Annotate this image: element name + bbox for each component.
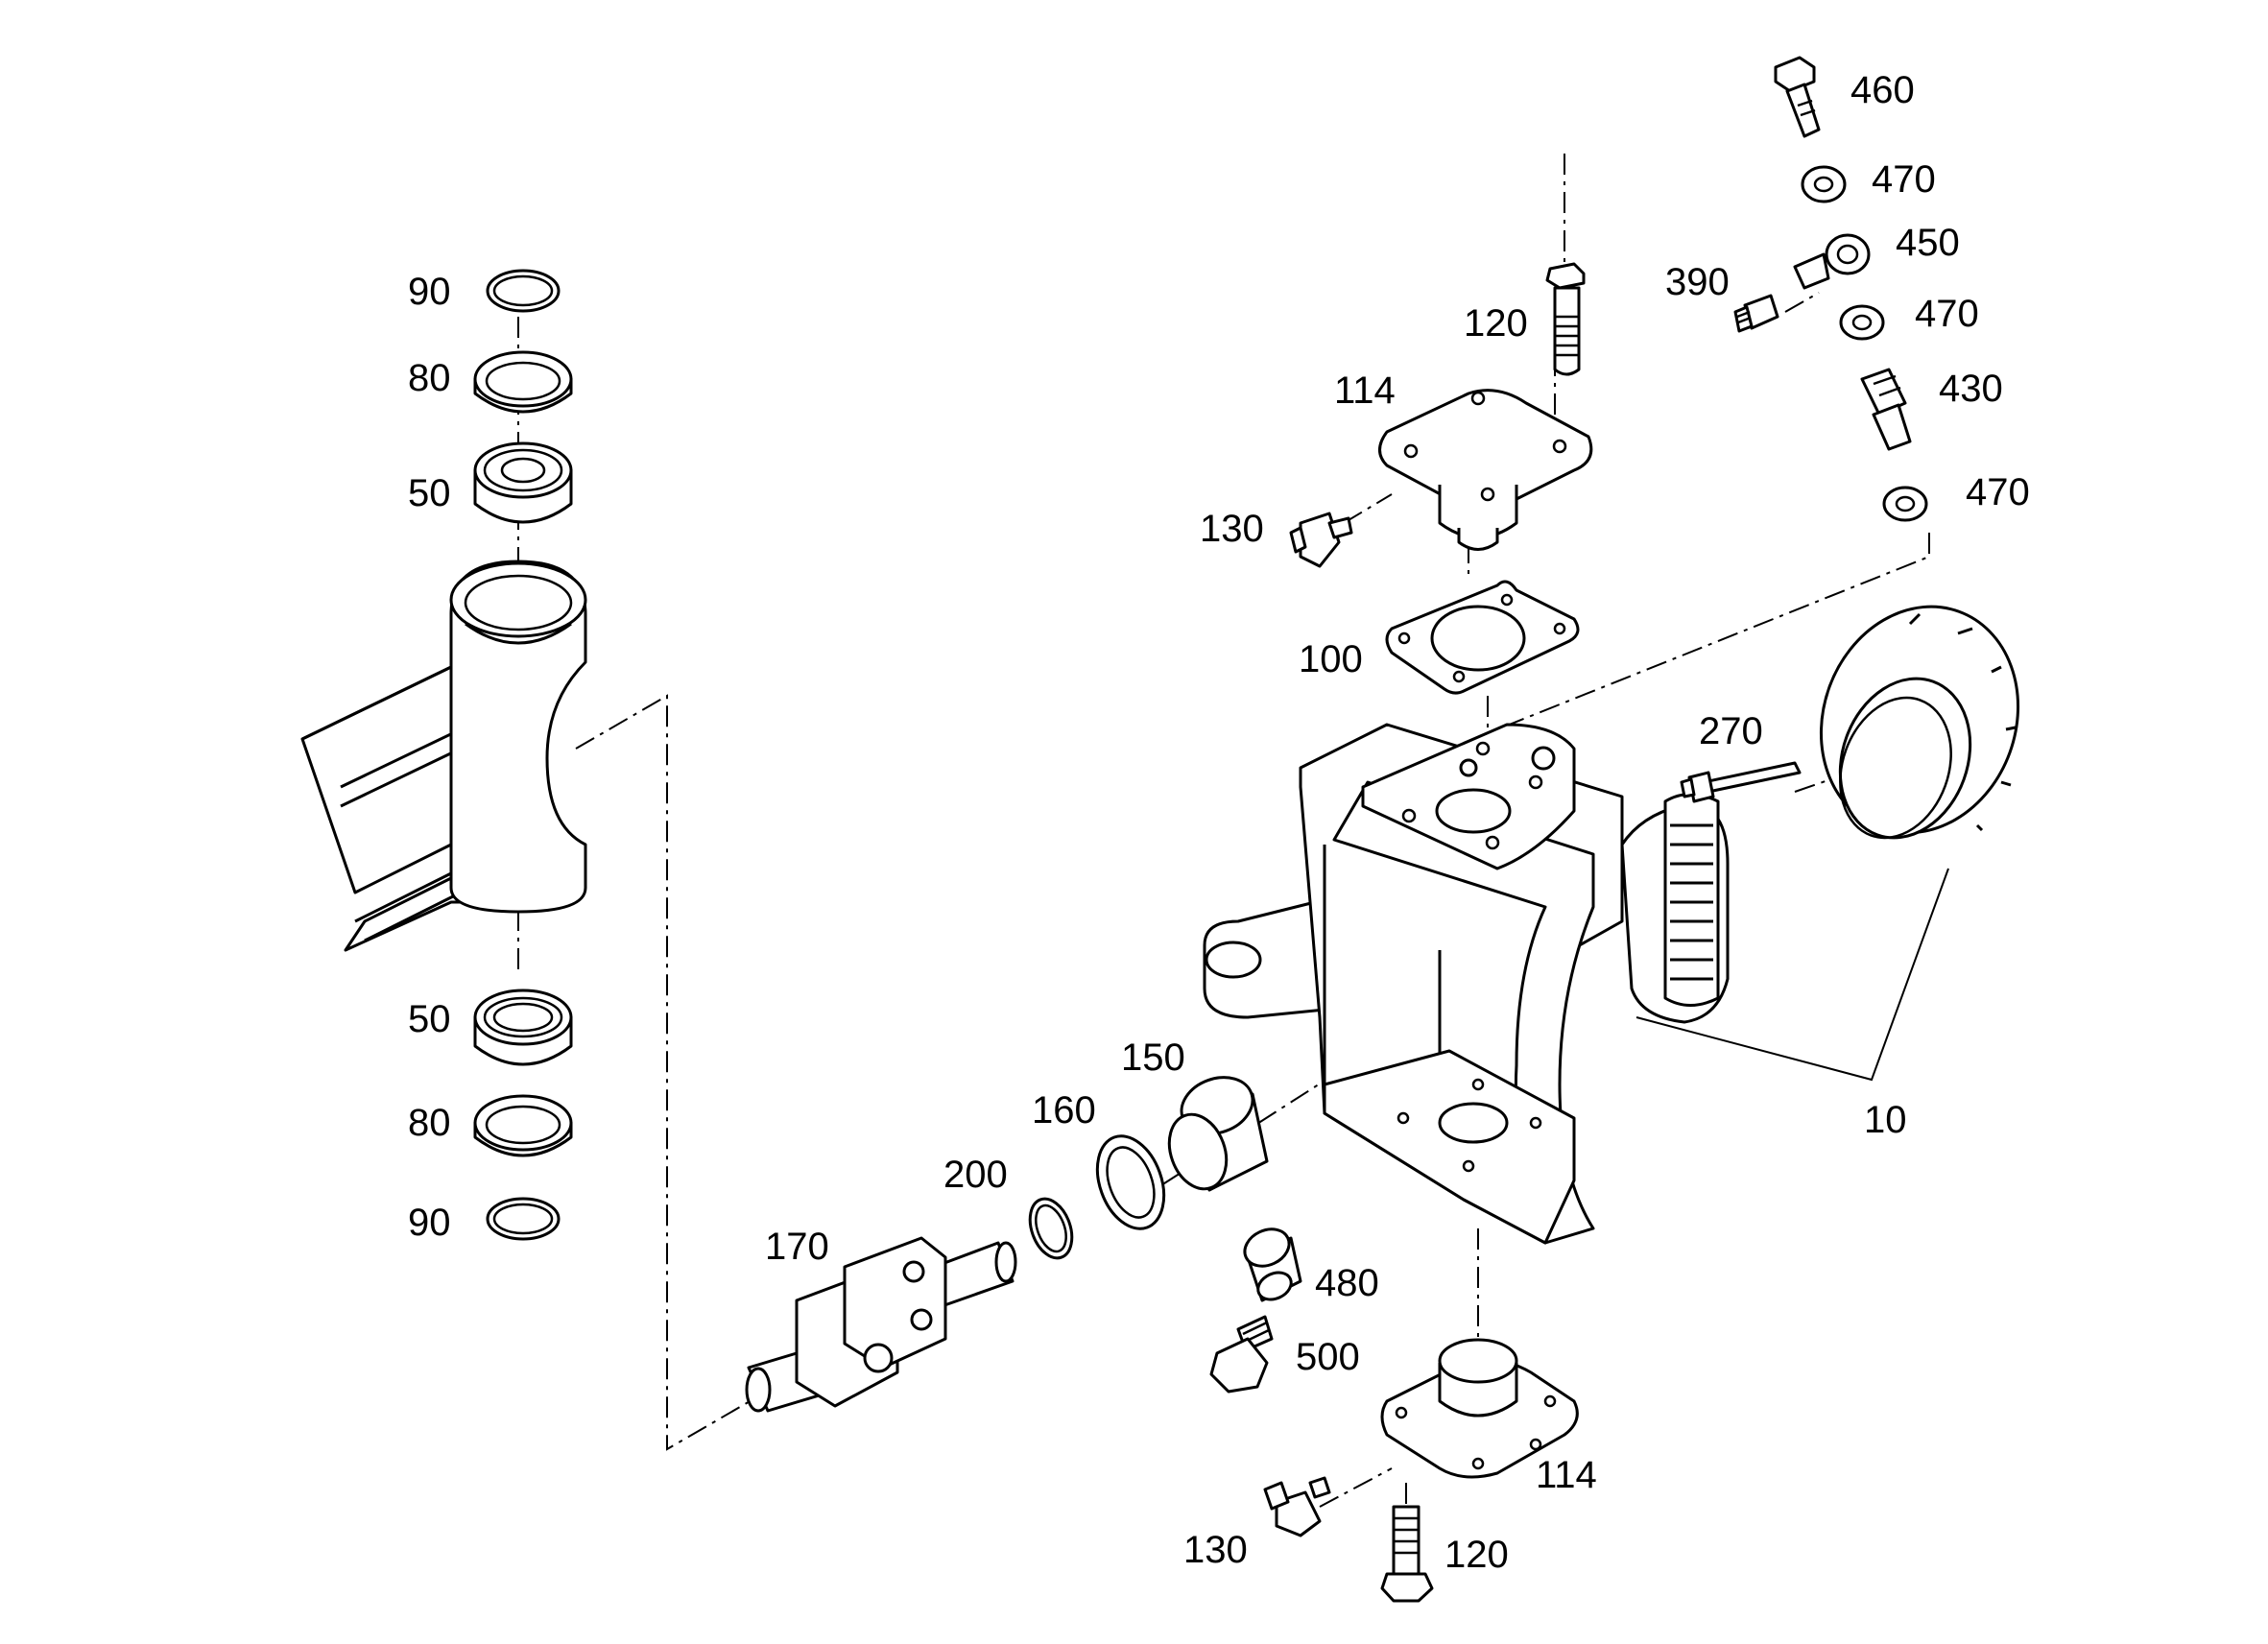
banjo-450 [1793,233,1871,290]
pin-270 [1680,761,1802,803]
label-390: 390 [1665,261,1730,303]
union-430 [1860,368,1912,451]
steering-knuckle [1203,723,1730,1245]
label-114-bottom: 114 [1536,1454,1597,1496]
label-200: 200 [943,1154,1008,1196]
kingpin-flange-114-bottom [1380,1338,1579,1479]
axle-beam [300,560,587,952]
label-80-top: 80 [408,357,451,399]
ring-90-top [486,269,561,313]
washer-470-c [1882,486,1928,522]
label-150: 150 [1121,1036,1185,1079]
seal-160 [1095,1134,1166,1230]
label-470-b: 470 [1915,293,1979,335]
roller-bearing-50-bottom [473,989,573,1066]
bolt-120-top [1545,262,1586,376]
label-100: 100 [1299,638,1363,680]
label-90-bottom: 90 [408,1202,451,1244]
grease-nipple-130-bottom [1263,1476,1331,1537]
universal-joint-shaft-170 [745,1236,1017,1413]
label-130-top: 130 [1200,508,1264,550]
label-90-top: 90 [408,271,451,313]
label-130-bottom: 130 [1183,1529,1248,1571]
gasket-100 [1385,580,1580,695]
part-number-labels: 90 80 50 50 80 90 120 114 130 100 460 47… [408,69,2030,1576]
leader-lines [1635,868,1949,1082]
label-450: 450 [1896,222,1960,264]
label-470-a: 470 [1872,158,1936,201]
label-430: 430 [1939,368,2003,410]
label-50-bottom: 50 [408,998,451,1040]
label-270: 270 [1699,710,1763,752]
ring-90-bottom [486,1197,561,1241]
ring-gear [1819,605,2020,840]
plug-480 [1243,1227,1302,1302]
roller-bearing-50-top [473,441,573,524]
label-170: 170 [765,1226,829,1268]
kingpin-flange-114-top [1378,389,1593,551]
plug-500 [1209,1315,1274,1394]
washer-470-b [1839,304,1885,341]
bolt-120-bottom [1380,1505,1434,1603]
bolt-460 [1774,56,1821,138]
label-500: 500 [1296,1336,1360,1378]
washer-470-a [1801,165,1847,203]
label-50-top: 50 [408,472,451,514]
label-480: 480 [1315,1262,1379,1304]
label-470-c: 470 [1966,471,2030,513]
label-114-top: 114 [1334,369,1396,412]
fitting-390 [1733,294,1779,333]
bearing-ring-80-bottom [473,1094,573,1157]
bearing-ring-80-top [473,350,573,414]
label-10: 10 [1864,1099,1907,1141]
label-120-top: 120 [1464,302,1528,345]
label-460: 460 [1850,69,1915,111]
grease-nipple-130-top [1289,512,1353,568]
bushing-150 [1167,1076,1269,1192]
snap-ring-200 [1028,1197,1074,1260]
label-160: 160 [1032,1089,1096,1132]
label-80-bottom: 80 [408,1102,451,1144]
label-120-bottom: 120 [1444,1534,1509,1576]
